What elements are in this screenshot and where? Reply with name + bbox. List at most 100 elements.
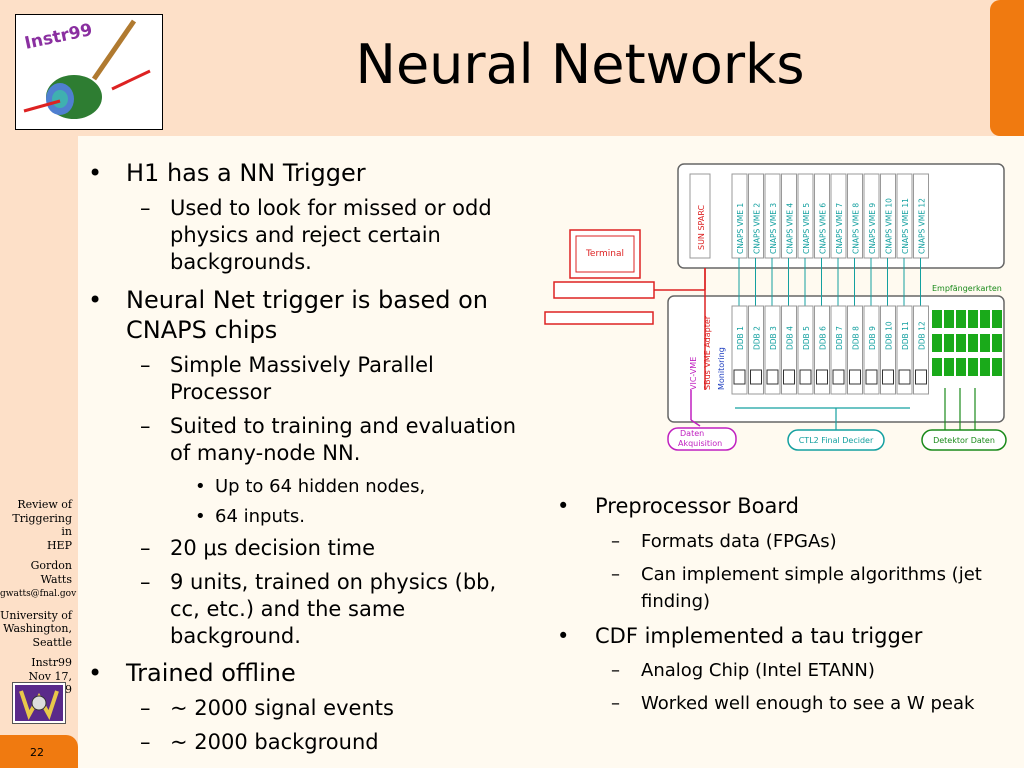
sub-bullet-simple-algorithms: Can implement simple algorithms (jet fin… (611, 561, 1011, 615)
accent-bar (990, 0, 1024, 136)
detektor-label: Detektor Daten (933, 436, 995, 445)
cnaps-label: CNAPS VME 2 (753, 203, 762, 254)
cnaps-label: CNAPS VME 5 (802, 203, 811, 254)
ddb-connector (799, 369, 812, 385)
cnaps-label: CNAPS VME 11 (901, 198, 910, 254)
sub-bullet-used-to-look: Used to look for missed or odd physics a… (140, 195, 500, 276)
sidebar-washington: Washington, (3, 622, 72, 635)
ddb-label: DDB 5 (802, 326, 811, 350)
ddb-connector (865, 369, 878, 385)
receiver-card (956, 358, 966, 376)
bullet-cdf-tau: CDF implemented a tau trigger (557, 623, 995, 650)
receiver-card (992, 310, 1002, 328)
sun-label: SUN SPARC (697, 205, 706, 250)
bullet-h1-nn-trigger: H1 has a NN Trigger (88, 158, 506, 188)
instr99-logo: Instr99 (15, 14, 163, 130)
cnaps-label: CNAPS VME 12 (918, 198, 927, 254)
receiver-card (968, 334, 978, 352)
bullet-cnaps: Neural Net trigger is based on CNAPS chi… (88, 285, 516, 345)
ddb-connector (750, 369, 762, 385)
sidebar-conference: Instr99 (31, 656, 72, 669)
receiver-card (980, 358, 990, 376)
ddb-connector (733, 369, 746, 385)
detektor-daten-box (921, 429, 1007, 451)
sidebar-hep: HEP (46, 538, 72, 552)
sidebar-author: Gordon Watts (30, 559, 72, 586)
receiver-card (944, 334, 954, 352)
receiver-card (932, 310, 942, 328)
page-number: 22 (30, 746, 44, 759)
receiver-card (992, 358, 1002, 376)
terminal-label: Terminal (585, 249, 624, 259)
receiver-card (992, 334, 1002, 352)
daten-akquisition-box (667, 427, 737, 451)
cnaps-label: CNAPS VME 7 (835, 203, 844, 254)
sub-sub-bullet-hidden-nodes: Up to 64 hidden nodes, (195, 476, 515, 498)
receiver-card (980, 334, 990, 352)
bullet-preprocessor: Preprocessor Board (557, 493, 995, 520)
ddb-connector (882, 369, 894, 385)
receiver-card (956, 310, 966, 328)
sub-bullet-nine-units: 9 units, trained on physics (bb, cc, etc… (140, 569, 515, 650)
sub-bullet-formats-data: Formats data (FPGAs) (611, 528, 1001, 555)
sidebar-triggering: Triggering in (12, 511, 72, 539)
ddb-connector (832, 369, 845, 385)
receiver-card (956, 334, 966, 352)
ddb-label: DDB 4 (786, 326, 795, 350)
cnaps-label: CNAPS VME 9 (868, 203, 877, 254)
sub-bullet-decision-time: 20 μs decision time (140, 535, 500, 562)
akquisition-label: Akquisition (678, 439, 722, 448)
ctl2-label: CTL2 Final Decider (799, 436, 874, 445)
cnaps-label: CNAPS VME 8 (852, 203, 861, 254)
ddb-label: DDB 9 (868, 326, 877, 350)
sub-bullet-background: ~ 2000 background (140, 729, 490, 756)
cnaps-label: CNAPS VME 4 (786, 203, 795, 254)
logo-text: Instr99 (23, 20, 94, 54)
ddb-label: DDB 8 (852, 326, 861, 350)
ddb-label: DDB 3 (769, 326, 778, 350)
ddb-connector (816, 369, 828, 385)
ddb-label: DDB 10 (885, 321, 894, 350)
sidebar-seattle: Seattle (32, 635, 72, 649)
receiver-card (932, 334, 942, 352)
receiver-card (944, 310, 954, 328)
page-number-tab: 22 (0, 735, 78, 768)
monitoring-label: Monitoring (717, 347, 726, 390)
ddb-label: DDB 12 (918, 321, 927, 350)
receiver-card (968, 310, 978, 328)
sub-bullet-w-peak: Worked well enough to see a W peak (611, 690, 991, 717)
sub-bullet-signal-events: ~ 2000 signal events (140, 695, 490, 722)
receiver-card (944, 358, 954, 376)
slide-footer-sidebar: Review of Triggering in HEP Gordon Watts… (0, 498, 76, 704)
ddb-connector (783, 369, 795, 385)
sun-slot (689, 173, 711, 259)
ddb-label: DDB 6 (819, 326, 828, 350)
receiver-card (932, 358, 942, 376)
sidebar-review: Review of (17, 498, 72, 511)
sidebar-university: University of (0, 608, 72, 622)
bullet-trained-offline: Trained offline (88, 658, 456, 688)
receiver-card (968, 358, 978, 376)
slide-title: Neural Networks (355, 33, 805, 96)
empfaenger-label: Empfängerkarten (932, 284, 1002, 293)
cnaps-label: CNAPS VME 6 (819, 203, 828, 254)
uw-husky-logo (12, 682, 66, 724)
vic-vme-label: VIC-VME (689, 357, 698, 390)
cnaps-label: CNAPS VME 10 (885, 198, 894, 254)
ddb-label: DDB 11 (901, 321, 910, 350)
cnaps-label: CNAPS VME 1 (736, 203, 745, 254)
sbus-label: SBus VME Adapter (703, 315, 712, 390)
ddb-label: DDB 7 (835, 326, 844, 350)
ddb-label: DDB 2 (753, 326, 762, 350)
terminal-icon: Terminal (544, 229, 706, 325)
ddb-connector (766, 369, 779, 385)
sub-bullet-suited-training: Suited to training and evaluation of man… (140, 413, 530, 467)
ddb-connector (849, 369, 861, 385)
cnaps-system-diagram: Terminal SUN SPARC CNAPS VME 1 CNAPS VME … (540, 158, 1010, 454)
receiver-card (980, 310, 990, 328)
sub-bullet-simple-parallel: Simple Massively Parallel Processor (140, 352, 490, 406)
sub-bullet-analog-chip: Analog Chip (Intel ETANN) (611, 657, 1001, 684)
daten-label: Daten (680, 429, 704, 438)
sidebar-email: gwatts@fnal.gov (0, 589, 77, 599)
